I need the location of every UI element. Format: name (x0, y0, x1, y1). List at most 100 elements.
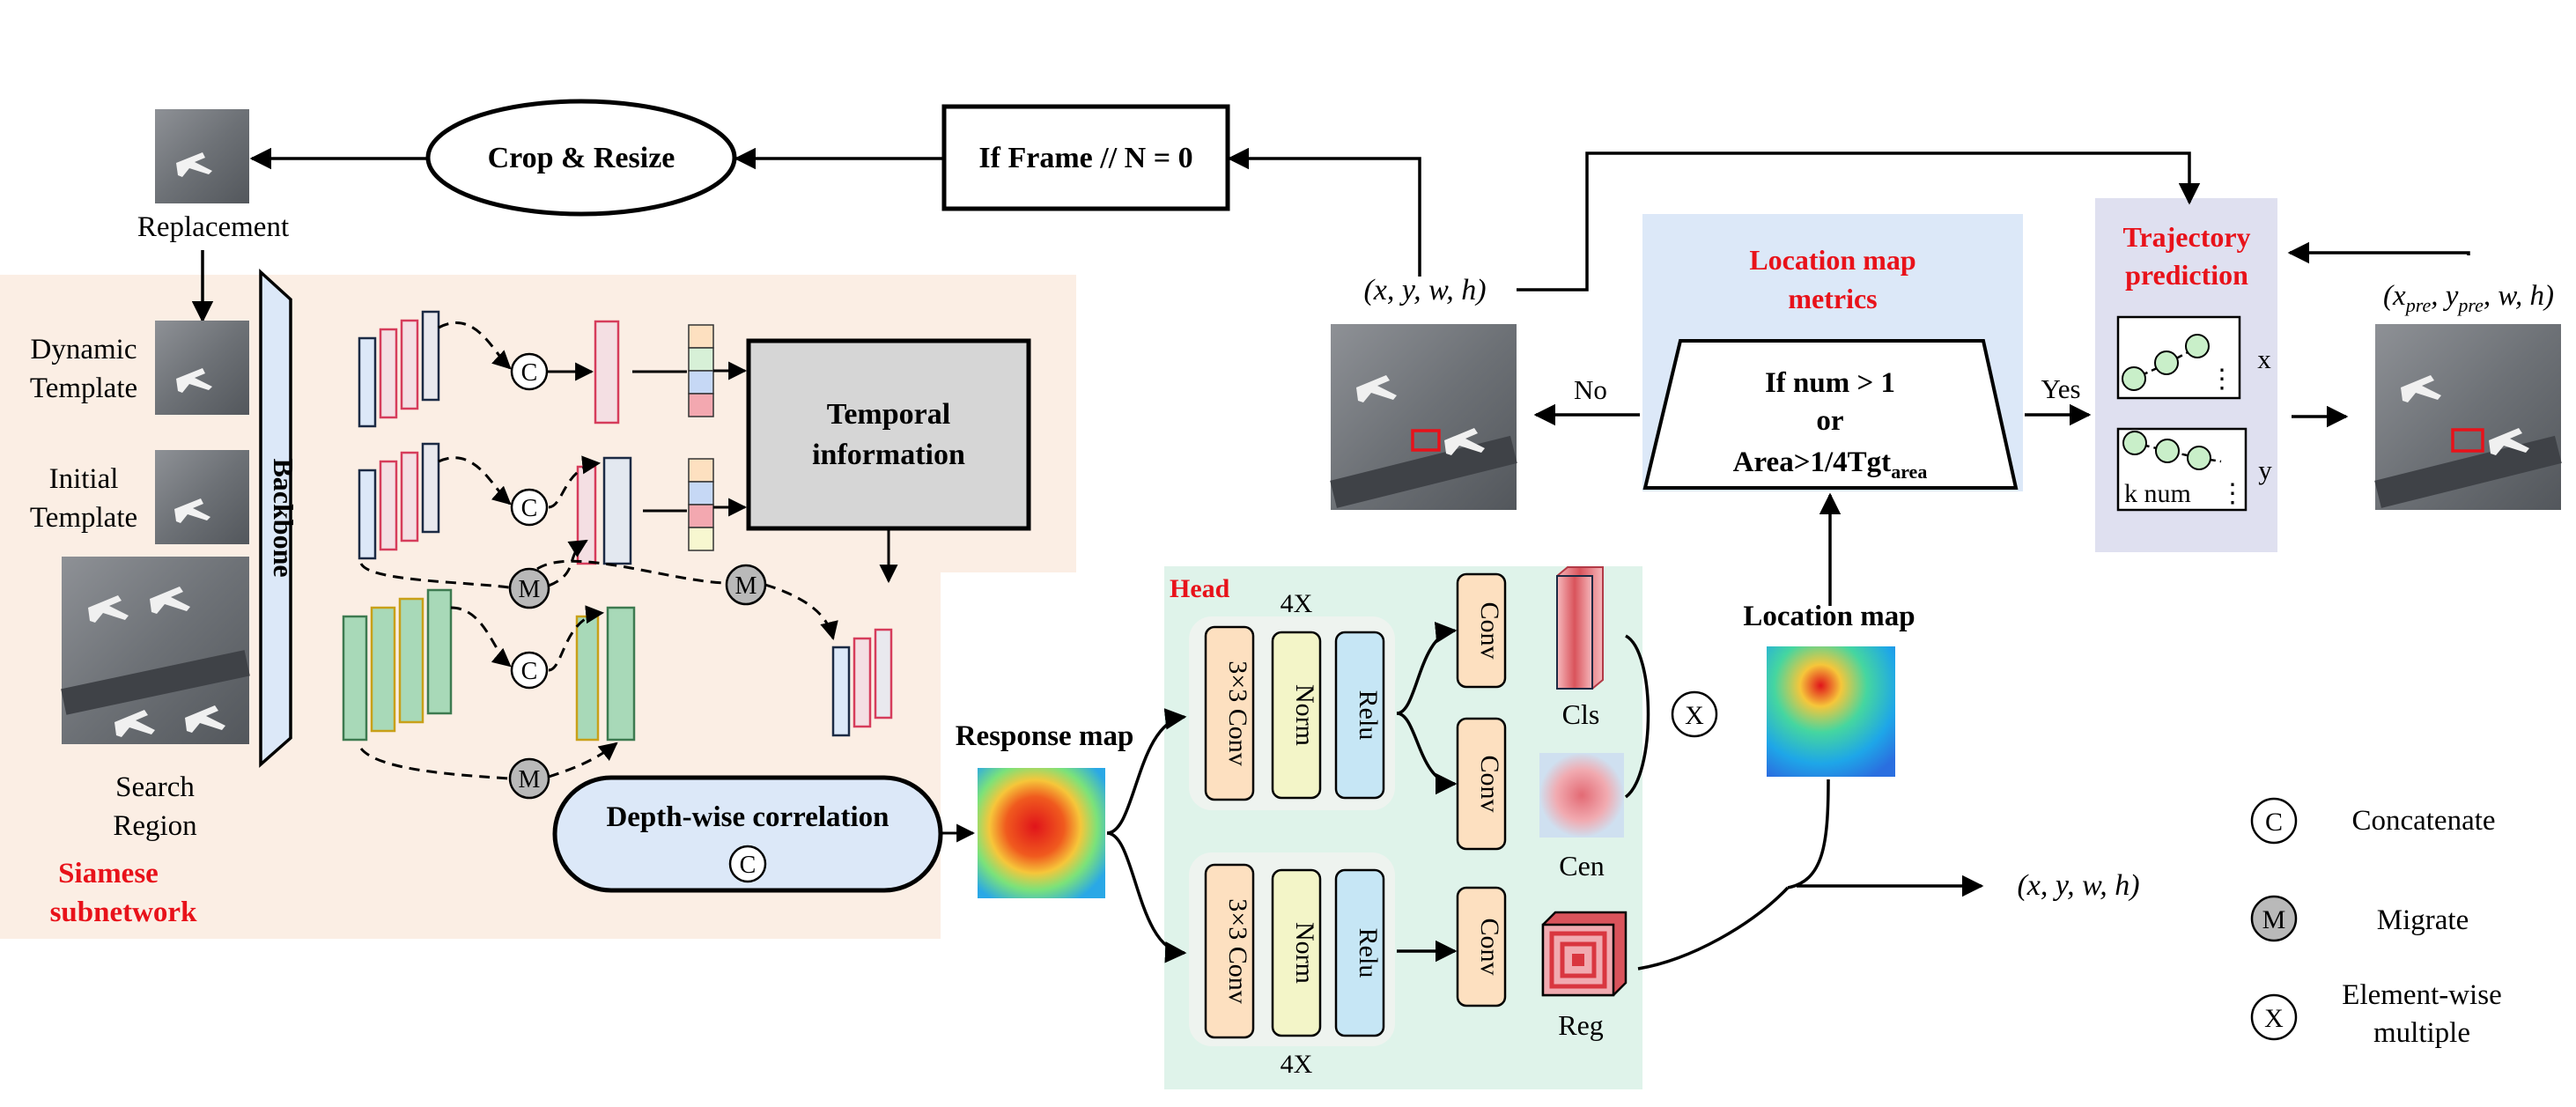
head-title: Head (1170, 574, 1230, 603)
trajectory-y-label: y (2258, 454, 2272, 485)
cen-output (1539, 753, 1624, 838)
frame-condition-node: If Frame // N = 0 (941, 104, 1230, 211)
multiply-node: X (1671, 690, 1718, 738)
initial-template-label-2: Template (30, 502, 137, 534)
metrics-connectors (1533, 403, 2349, 897)
metrics-condition-node: If num > 1 or Area>1/4Tgtarea (1642, 339, 2019, 490)
response-map-label: Response map (956, 720, 1134, 752)
concat-node-2: C (510, 488, 549, 527)
initial-template-image (155, 450, 249, 544)
replacement-label: Replacement (137, 211, 289, 243)
metrics-title-2: metrics (1788, 283, 1877, 314)
trajectory-title-1: Trajectory (2122, 221, 2250, 253)
temporal-label-1: Temporal (827, 398, 950, 431)
temporal-information-block: Temporal information (746, 338, 1031, 531)
final-output-label: (x, y, w, h) (2017, 869, 2139, 902)
temporal-label-2: information (812, 439, 965, 471)
svg-text:If num > 1: If num > 1 (1765, 367, 1895, 399)
svg-text:Area>1/4Tgtarea: Area>1/4Tgtarea (1733, 446, 1928, 483)
svg-text:M: M (2262, 905, 2286, 934)
trajectory-x-box: ⋮ (2116, 315, 2241, 400)
cls-output (1556, 566, 1604, 690)
depthwise-label: Depth-wise correlation (606, 801, 889, 833)
head-repeat-top: 4X (1281, 589, 1313, 618)
replacement-template-image (155, 109, 249, 203)
svg-text:Migrate: Migrate (2377, 904, 2469, 936)
svg-text:C: C (521, 359, 538, 387)
svg-text:Element-wise: Element-wise (2342, 979, 2501, 1011)
top-flow-arrows (191, 147, 2470, 323)
search-region-image (61, 557, 250, 744)
token-vector-2 (688, 458, 714, 551)
concat-output-2 (576, 456, 632, 565)
response-map-heatmap (978, 768, 1105, 898)
siamese-connectors (359, 321, 976, 843)
svg-text:C: C (521, 495, 538, 522)
dynamic-template-label-2: Template (30, 373, 137, 404)
svg-text:C: C (2265, 808, 2283, 837)
feature-stack-dynamic (358, 310, 440, 428)
svg-text:M: M (519, 766, 541, 793)
dynamic-template-image (155, 321, 249, 415)
svg-text:⋮: ⋮ (2209, 365, 2235, 394)
trajectory-title-2: prediction (2125, 259, 2248, 291)
feature-stack-initial (358, 442, 440, 560)
svg-text:Concatenate: Concatenate (2351, 805, 2495, 837)
predicted-coords-label: (xpre, ypre, w, h) (2383, 280, 2554, 316)
legend-migrate: M Migrate (2250, 895, 2469, 942)
head-branch-top: 3×3 Conv Norm Relu (1189, 616, 1395, 810)
depthwise-concat-icon (728, 845, 767, 883)
token-vector-1 (688, 324, 714, 417)
svg-text:Conv: Conv (1475, 918, 1504, 975)
head-branch-bottom: 3×3 Conv Norm Relu (1189, 852, 1395, 1046)
migrate-node-3: M (508, 757, 550, 800)
svg-text:C: C (740, 852, 757, 879)
legend-elementwise: X Element-wise multiple (2250, 979, 2502, 1049)
frame-condition-label: If Frame // N = 0 (978, 142, 1192, 174)
metrics-title-1: Location map (1749, 244, 1915, 276)
temporal-output-features (831, 628, 893, 737)
legend-concatenate: C Concatenate (2250, 797, 2496, 845)
svg-text:3×3 Conv: 3×3 Conv (1223, 661, 1252, 765)
siamese-title-2: subnetwork (50, 897, 198, 928)
migrate-node-1: M (508, 567, 550, 609)
predicted-result-image (2374, 324, 2562, 510)
feature-stack-search (342, 588, 453, 742)
concat-node-3: C (510, 651, 549, 690)
svg-text:X: X (1685, 701, 1704, 730)
crop-resize-node: Crop & Resize (425, 99, 737, 217)
head-repeat-bottom: 4X (1281, 1050, 1313, 1079)
concat-node-1: C (510, 352, 549, 391)
depthwise-correlation-block: Depth-wise correlation C (552, 775, 943, 893)
search-region-label-2: Region (113, 810, 196, 842)
svg-text:M: M (735, 572, 757, 600)
svg-text:multiple: multiple (2373, 1017, 2470, 1049)
cls-label: Cls (1562, 698, 1600, 730)
svg-text:Norm: Norm (1290, 922, 1319, 984)
concat-output-1 (594, 320, 620, 424)
migrate-node-2: M (725, 564, 767, 606)
siamese-title-1: Siamese (58, 858, 159, 889)
knum-label: k num (2124, 479, 2191, 508)
head-conv-blocks: Conv Conv Conv (1456, 572, 1507, 1007)
xywh-label: (x, y, w, h) (1363, 274, 1486, 306)
cen-label: Cen (1559, 850, 1605, 882)
svg-text:M: M (519, 576, 541, 603)
svg-text:Relu: Relu (1354, 690, 1383, 741)
detection-result-image (1330, 324, 1517, 510)
crop-resize-label: Crop & Resize (488, 142, 675, 174)
svg-text:C: C (521, 658, 538, 685)
trajectory-y-box: ⋮ k num (2116, 427, 2248, 512)
svg-text:Norm: Norm (1290, 684, 1319, 746)
legend: C Concatenate M Migrate X Element-wise m… (2250, 797, 2502, 1049)
svg-text:Conv: Conv (1475, 755, 1504, 812)
trajectory-x-label: x (2257, 343, 2271, 374)
reg-label: Reg (1558, 1009, 1604, 1041)
concat-output-3 (575, 606, 636, 742)
yes-label: Yes (2041, 373, 2080, 404)
svg-text:or: or (1816, 405, 1843, 437)
no-label: No (1574, 374, 1607, 405)
svg-text:X: X (2264, 1004, 2284, 1033)
